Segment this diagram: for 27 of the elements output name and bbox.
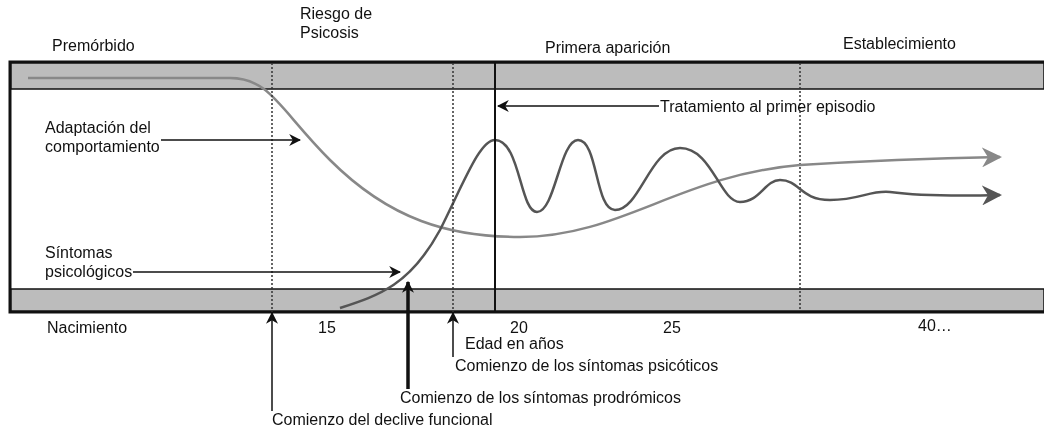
divider-line: [271, 62, 273, 313]
tick-label: 40…: [918, 316, 952, 335]
phase-label: Primera aparición: [545, 38, 671, 57]
leader-label: Tratamiento al primer episodio: [660, 97, 876, 116]
onset-line: [494, 62, 496, 312]
phase-label: Riesgo de Psicosis: [300, 4, 374, 42]
axis-label: Nacimiento: [47, 318, 128, 337]
leader-arrow: [266, 311, 278, 412]
divider-line: [452, 62, 454, 313]
phase-label: Establecimiento: [843, 34, 956, 53]
symptom-curve: [339, 138, 1002, 310]
tick-label: 15: [318, 318, 336, 337]
leader-arrow: [160, 134, 302, 146]
leader-arrow: [447, 311, 459, 358]
callout-text: Comienzo del declive funcional: [272, 410, 493, 429]
leader-arrow: [132, 266, 402, 278]
leader-arrow: [496, 100, 660, 112]
tick-label: 20: [510, 318, 528, 337]
axis-title: Edad en años: [465, 334, 564, 353]
callout-text: Comienzo de los síntomas prodrómicos: [400, 388, 681, 407]
callout-text: Comienzo de los síntomas psicóticos: [455, 356, 719, 375]
leader-label: Adaptación del comportamiento: [45, 118, 215, 156]
leader-arrow: [402, 280, 414, 389]
tick-label: 25: [663, 318, 681, 337]
leader-label: Síntomas psicológicos: [45, 243, 195, 281]
phase-label: Premórbido: [52, 36, 135, 55]
adaptation-curve: [28, 76, 1002, 239]
